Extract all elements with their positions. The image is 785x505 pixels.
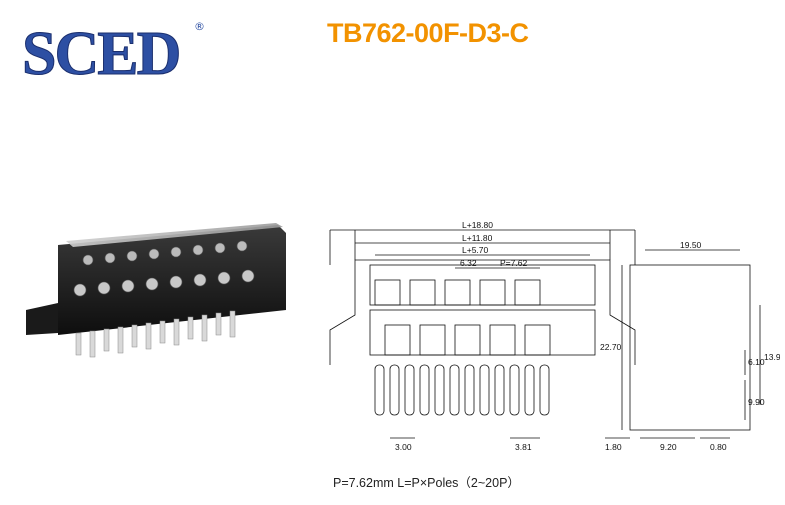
pitch-formula: P=7.62mm L=P×Poles（2~20P） xyxy=(333,476,520,490)
dim-9-90: 9.90 xyxy=(748,397,765,407)
dim-9-20: 9.20 xyxy=(660,442,677,452)
dim-l-18-80: L+18.80 xyxy=(462,220,493,230)
dim-13-90: 13.90 xyxy=(764,352,780,362)
dim-1-80: 1.80 xyxy=(605,442,622,452)
registered-mark: ® xyxy=(194,20,205,33)
product-photo xyxy=(18,215,288,375)
technical-drawing: L+18.80 L+11.80 L+5.70 6.32 P=7.62 3.00 … xyxy=(300,210,785,455)
product-title: TB762-00F-D3-C xyxy=(327,18,529,48)
dim-19-50: 19.50 xyxy=(680,240,702,250)
dim-pitch: P=7.62 xyxy=(500,258,527,268)
dim-6-32: 6.32 xyxy=(460,258,477,268)
brand-logo: SCED ® xyxy=(22,18,212,89)
dim-3-81: 3.81 xyxy=(515,442,532,452)
dim-3-00: 3.00 xyxy=(395,442,412,452)
dim-l-5-70: L+5.70 xyxy=(462,245,489,255)
brand-logo-text: SCED xyxy=(22,20,179,88)
dim-0-80: 0.80 xyxy=(710,442,727,452)
dim-6-10: 6.10 xyxy=(748,357,765,367)
dim-22-70: 22.70 xyxy=(600,342,622,352)
dim-l-11-80: L+11.80 xyxy=(462,233,493,243)
